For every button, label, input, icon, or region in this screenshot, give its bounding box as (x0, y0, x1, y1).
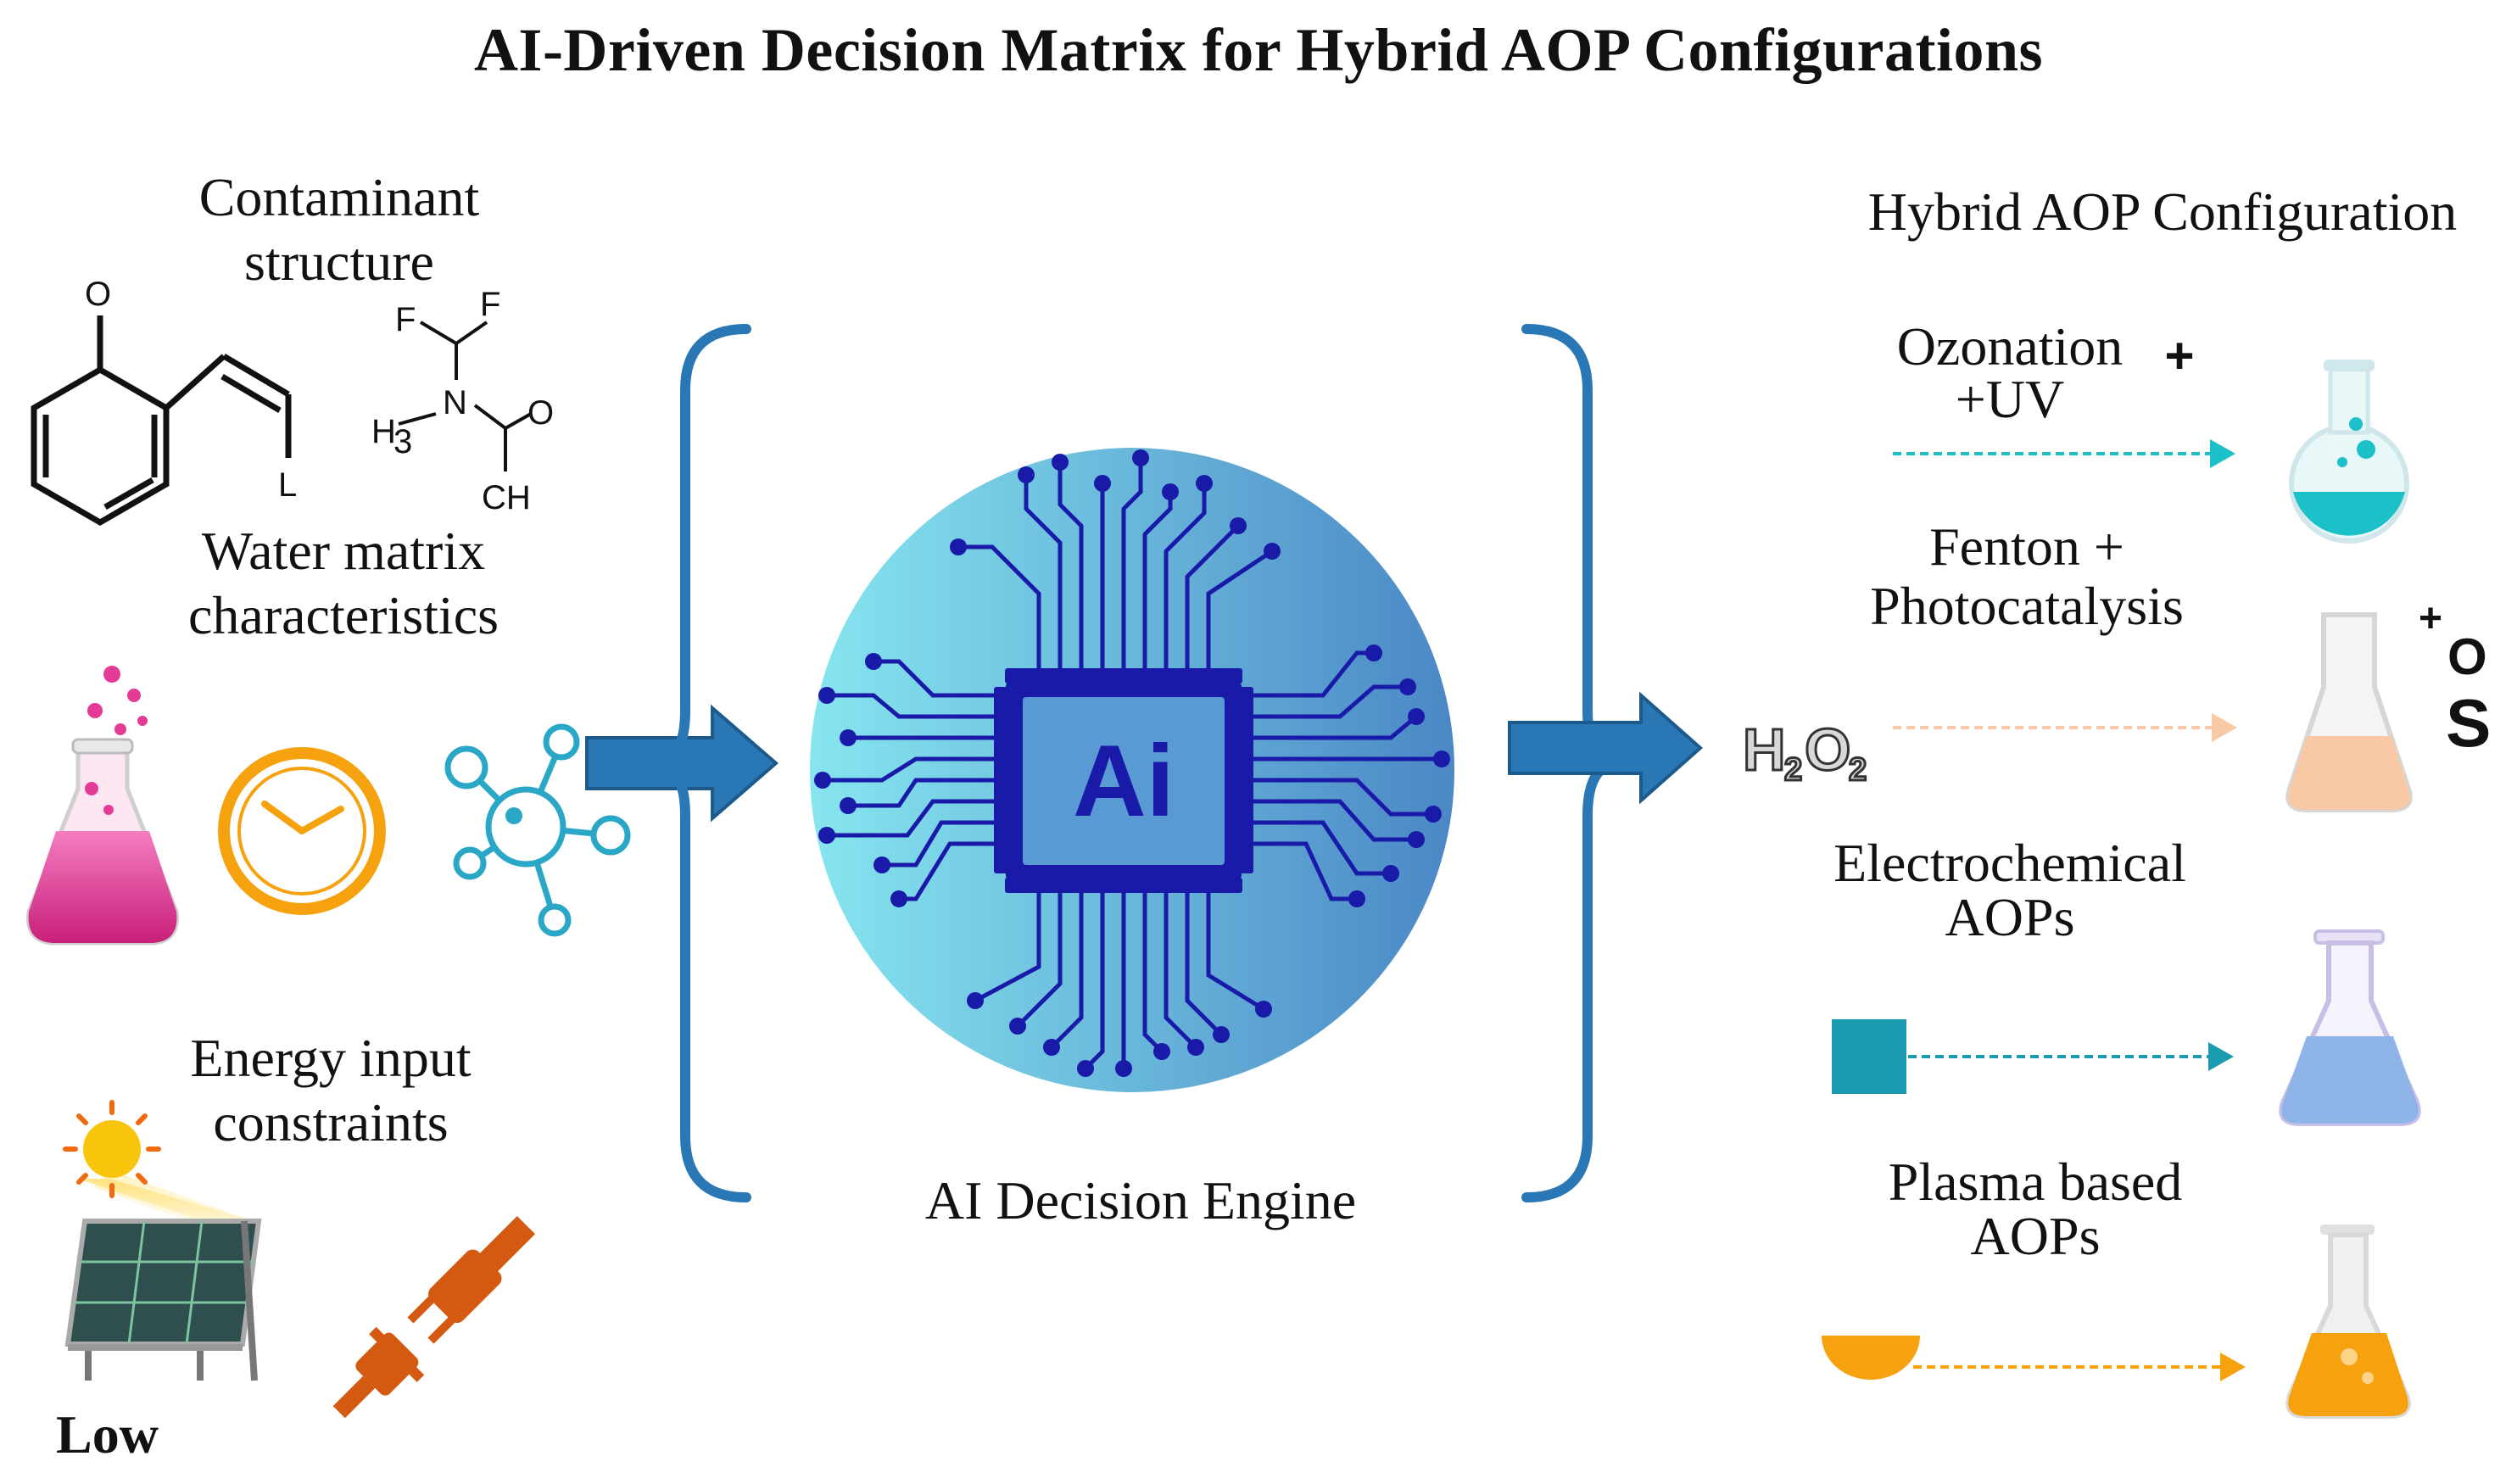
sun-icon (63, 1100, 161, 1198)
left-bracket (652, 324, 751, 1202)
ozonation-arrow-head (2210, 439, 2235, 468)
molecule-2-h-sub: 3 (393, 423, 412, 460)
circuit-nodes (814, 449, 1450, 1077)
molecule-2-h: H (371, 413, 396, 450)
config-electrochemical-line-2: AOPs (1945, 887, 2075, 947)
config-electrochemical-line-1: Electrochemical (1833, 833, 2186, 893)
electrochemical-arrow-head (2208, 1042, 2234, 1071)
contaminant-molecule-1 (31, 315, 292, 527)
diagram-title: AI-Driven Decision Matrix for Hybrid AOP… (473, 16, 2044, 84)
fenton-arrow-head (2212, 713, 2237, 742)
water-matrix-label-line-1: Water matrix (201, 521, 486, 581)
oxidant-plus: + (2419, 596, 2442, 641)
config-plasma-label: Plasma based AOPs (1849, 1155, 2222, 1264)
contaminant-label-line-1: Contaminant (198, 167, 480, 227)
config-plasma-line-1: Plasma based (1888, 1152, 2183, 1212)
molecule-1-oxygen: O (85, 276, 111, 313)
h2o2-sub2: 2 (1849, 752, 1867, 788)
plasma-half-disc (1822, 1336, 1920, 1380)
oxidant-o: O (2447, 628, 2487, 685)
molecule-2-f1: F (395, 301, 416, 338)
energy-label-line-2: constraints (213, 1092, 449, 1152)
input-arrow (585, 704, 779, 823)
contaminant-label: Contaminant structure (144, 165, 534, 294)
output-heading: Hybrid AOP Configuration (1867, 181, 2458, 242)
config-plasma-line-2: AOPs (1970, 1206, 2101, 1266)
molecule-2-ch: CH (482, 479, 531, 516)
round-flask-icon (2289, 360, 2409, 544)
conical-flask-orange-icon (2285, 1225, 2411, 1419)
h2o2-sub1: 2 (1784, 752, 1802, 788)
molecule-2-o: O (527, 394, 554, 432)
config-fenton-line-1: Fenton + (1929, 516, 2124, 577)
h2o2-label: H 2 O 2 (1742, 716, 1868, 789)
engine-caption: AI Decision Engine (924, 1170, 1357, 1230)
plasma-arrow-head (2220, 1353, 2246, 1381)
config-ozonation-line-2: +UV (1955, 369, 2065, 429)
energy-label-line-1: Energy input (190, 1028, 472, 1088)
low-label: Low (56, 1404, 159, 1464)
plus-symbol: + (2164, 327, 2194, 384)
config-electrochemical-label: Electrochemical AOPs (1789, 836, 2230, 945)
electrochemical-square (1832, 1019, 1906, 1094)
conical-flask-peach-icon (2285, 612, 2413, 812)
contaminant-label-line-2: structure (244, 232, 434, 292)
plug-icon (332, 1215, 536, 1419)
contaminant-molecule-2 (398, 321, 532, 471)
ai-chip-label: Ai (1073, 724, 1175, 838)
solar-panel-icon (63, 1100, 262, 1381)
molecule-icon (444, 723, 631, 937)
h2o2-o: O (1805, 717, 1850, 783)
energy-label: Energy input constraints (144, 1026, 517, 1155)
clock-icon (218, 747, 386, 915)
config-fenton-line-2: Photocatalysis (1870, 576, 2184, 636)
config-fenton-label: Fenton + Photocatalysis (1832, 517, 2222, 636)
molecule-2-n: N (443, 384, 467, 421)
pink-flask-icon (26, 666, 179, 946)
h2o2-h: H (1743, 717, 1786, 783)
water-matrix-label-line-2: characteristics (188, 585, 499, 645)
config-ozonation-line-1: Ozonation (1896, 316, 2124, 377)
conical-flask-blue-icon (2279, 929, 2421, 1126)
molecule-1-l: L (278, 466, 297, 504)
oxidant-s: S (2446, 685, 2491, 761)
oxidant-symbol: + O S (2419, 596, 2491, 761)
output-arrow (1508, 691, 1704, 805)
water-matrix-label: Water matrix characteristics (144, 519, 543, 648)
ai-chip-face (1023, 697, 1225, 865)
molecule-2-f2: F (480, 286, 500, 323)
config-ozonation-label: Ozonation +UV (1849, 316, 2171, 429)
